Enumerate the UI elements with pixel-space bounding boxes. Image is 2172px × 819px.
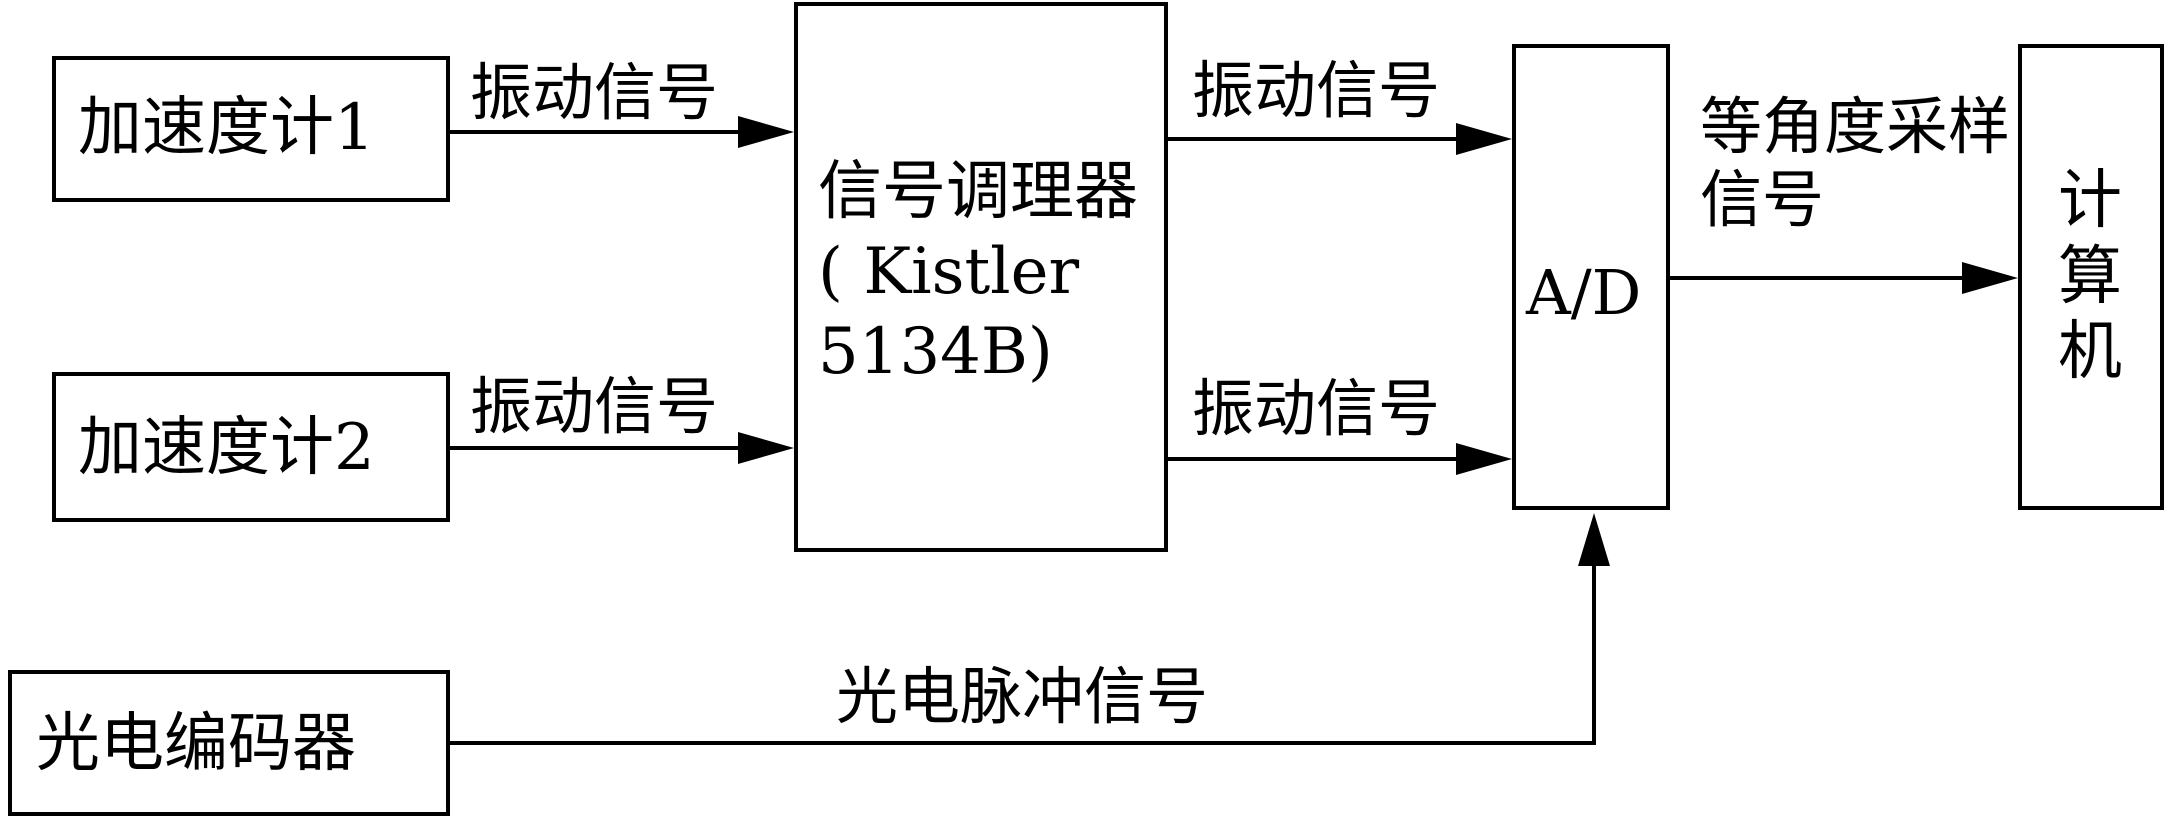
arrowhead bbox=[1962, 262, 2018, 294]
accelerometer-2-block: 加速度计2 bbox=[52, 372, 450, 522]
photoelectric-encoder-block: 光电编码器 bbox=[8, 670, 450, 816]
arrowhead bbox=[738, 432, 794, 464]
adc-label: A/D bbox=[1526, 256, 1642, 329]
arrowhead bbox=[1456, 123, 1512, 155]
arrowhead bbox=[1456, 443, 1512, 475]
vibration-signal-label-in-2: 振动信号 bbox=[470, 370, 719, 443]
sampling-signal-label: 等角度采样信号 bbox=[1700, 90, 2011, 237]
accelerometer-2-label: 加速度计2 bbox=[78, 411, 375, 485]
photoelectric-pulse-signal-label: 光电脉冲信号 bbox=[836, 660, 1209, 733]
accelerometer-1-label: 加速度计1 bbox=[78, 91, 375, 165]
signal-conditioner-block: 信号调理器( Kistler 5134B) bbox=[794, 2, 1168, 552]
arrowhead bbox=[738, 116, 794, 148]
photoelectric-encoder-label: 光电编码器 bbox=[36, 707, 356, 781]
signal-conditioner-label: 信号调理器( Kistler 5134B) bbox=[818, 155, 1138, 389]
adc-block: A/D bbox=[1512, 44, 1670, 510]
vibration-signal-label-out-1: 振动信号 bbox=[1192, 54, 1441, 127]
computer-label: 计 算 机 bbox=[2058, 164, 2122, 390]
arrowhead bbox=[1578, 513, 1610, 566]
computer-block: 计 算 机 bbox=[2018, 44, 2164, 510]
accelerometer-1-block: 加速度计1 bbox=[52, 56, 450, 202]
vibration-signal-label-out-2: 振动信号 bbox=[1192, 372, 1441, 445]
line-encoder-to-adc bbox=[450, 550, 1596, 745]
vibration-signal-label-in-1: 振动信号 bbox=[470, 56, 719, 129]
